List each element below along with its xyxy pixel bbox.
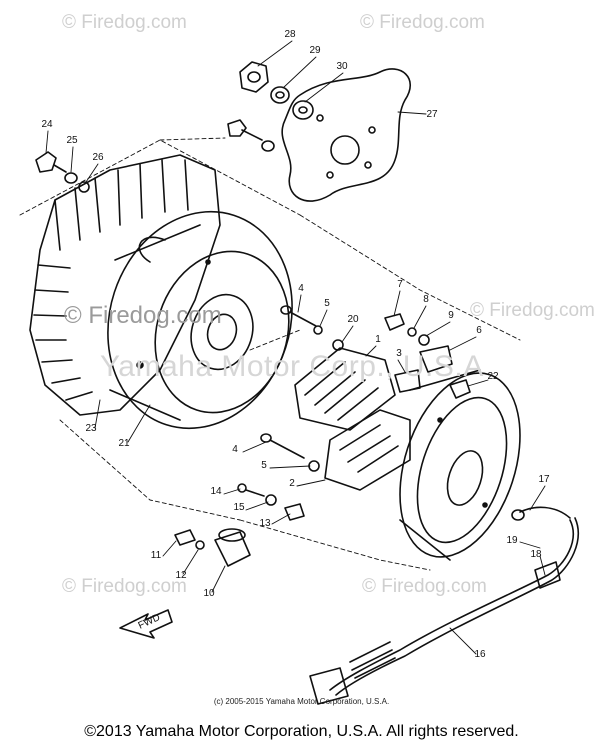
callout-number: 21 [118,438,130,449]
plate-bolt [227,119,275,152]
callout-number: 24 [41,119,53,130]
watermark: © Firedog.com [360,12,485,33]
ignition-coils [294,347,411,491]
callout-number: 15 [233,502,245,513]
condenser [174,528,251,567]
stator-base [399,369,521,561]
watermark: © Firedog.com [64,302,222,329]
callout-number: 20 [347,314,359,325]
callout-number: 16 [474,649,486,660]
callout-number: 11 [151,550,162,561]
callout-number: 14 [210,486,222,497]
callout-number: 13 [259,518,271,529]
fwd-arrow-icon [119,609,173,639]
callout-number: 17 [538,474,550,485]
callout-number: 9 [448,310,454,321]
watermark: © Firedog.com [362,576,487,597]
small-hardware [237,483,305,521]
gasket-plate [281,68,411,202]
watermark: Yamaha Motor Corp., U.S.A [100,350,484,383]
callout-number: 18 [530,549,542,560]
callout-number: 22 [487,371,499,382]
callout-number: 3 [396,348,402,359]
callout-numbers: 2829302724252645789620132223214521415131… [41,29,550,660]
callout-number: 28 [284,29,296,40]
callout-number: 19 [506,535,518,546]
nut-and-washers [239,61,314,120]
callout-number: 8 [423,294,429,305]
callout-number: 30 [336,61,348,72]
callout-number: 5 [261,460,267,471]
callout-number: 7 [397,279,403,290]
callout-number: 12 [175,570,187,581]
watermark: © Firedog.com [62,12,187,33]
wire-harness [309,506,580,705]
callout-number: 1 [375,334,381,345]
callout-number: 29 [309,45,321,56]
callout-number: 2 [289,478,295,489]
screws [260,305,344,472]
leader-lines [45,40,546,655]
callout-number: 4 [232,444,238,455]
callout-number: 5 [324,298,330,309]
watermark: © Firedog.com [62,576,187,597]
flywheel [107,210,293,430]
callout-number: 27 [426,109,438,120]
footer-copyright: ©2013 Yamaha Motor Corporation, U.S.A. A… [84,723,519,740]
callout-number: 10 [203,588,215,599]
guide-lines [19,137,521,571]
callout-number: 6 [476,325,482,336]
inner-copyright: (c) 2005-2015 Yamaha Motor Corporation, … [213,697,390,706]
callout-number: 25 [66,135,78,146]
cooling-fan [29,154,221,416]
callout-number: 26 [92,152,104,163]
callout-number: 23 [85,423,97,434]
watermark: © Firedog.com [470,300,595,321]
callout-number: 4 [298,283,304,294]
contact-points [384,313,471,399]
